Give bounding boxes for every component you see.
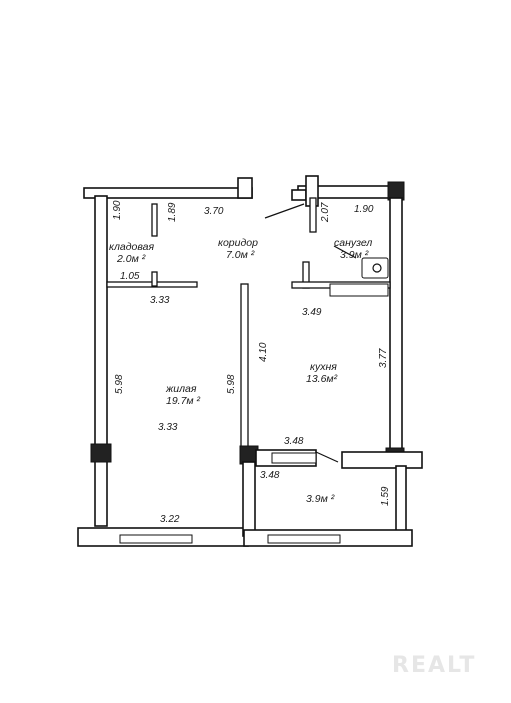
room-area-balcony: 3.9м ² (306, 493, 335, 505)
dim-5-98-left: 5.98 (114, 374, 125, 394)
wall-kitchen-bottom-right (341, 451, 423, 469)
dim-3-70: 3.70 (204, 206, 224, 217)
wall-right-outer (389, 197, 403, 451)
bathroom-door-line (333, 245, 357, 259)
room-area-storage: 2.0м ² (116, 253, 146, 265)
dim-3-22: 3.22 (160, 514, 180, 525)
wall-partition-mid (240, 283, 249, 449)
dim-3-48-lower: 3.48 (260, 470, 280, 481)
window-bottom-left (119, 534, 193, 544)
dim-3-49: 3.49 (302, 307, 322, 318)
wall-storage-vertical (151, 203, 158, 237)
dim-1-90-left: 1.90 (112, 200, 123, 220)
door-swing-line (264, 203, 305, 219)
bathroom-fixture-strip (329, 283, 389, 297)
room-name-bathroom: санузел (334, 237, 372, 249)
room-area-kitchen: 13.6м² (306, 373, 338, 385)
wall-left-outer (94, 195, 108, 527)
bathroom-fixture-sink (361, 257, 389, 279)
bathroom-fixture-drain (372, 263, 382, 273)
room-name-living: жилая (165, 383, 197, 395)
dim-3-33-top: 3.33 (150, 295, 170, 306)
wall-storage-stub (151, 271, 158, 287)
wall-balcony-right (395, 465, 407, 535)
dim-4-10: 4.10 (258, 342, 269, 362)
dim-2-07: 2.07 (320, 202, 331, 223)
wall-top-right-notch-a (291, 189, 307, 201)
wall-balcony-left (242, 461, 256, 537)
dim-1-05: 1.05 (120, 271, 140, 282)
dim-3-48-upper: 3.48 (284, 436, 304, 447)
room-name-storage: кладовая (109, 241, 154, 253)
dim-1-90-right: 1.90 (354, 204, 374, 215)
dim-5-98-mid: 5.98 (226, 374, 237, 394)
wall-column-left (90, 443, 112, 463)
room-area-living: 19.7м ² (166, 395, 201, 407)
room-name-corridor: коридор (218, 237, 258, 249)
dim-3-77: 3.77 (378, 348, 389, 368)
room-area-bathroom: 3.9м ² (340, 249, 369, 261)
dim-3-33-mid: 3.33 (158, 422, 178, 433)
wall-bathroom-stub (309, 197, 317, 233)
room-name-kitchen: кухня (310, 361, 337, 373)
window-balcony (267, 534, 341, 544)
balcony-door-swing (315, 451, 339, 463)
wall-top-left-notch (237, 177, 253, 199)
dim-1-59: 1.59 (380, 486, 391, 506)
wall-top-left (83, 187, 253, 199)
watermark-logo: REALT (392, 653, 476, 678)
room-area-corridor: 7.0м ² (226, 249, 255, 261)
balcony-door-frame (271, 452, 317, 464)
dim-1-89: 1.89 (167, 202, 178, 222)
